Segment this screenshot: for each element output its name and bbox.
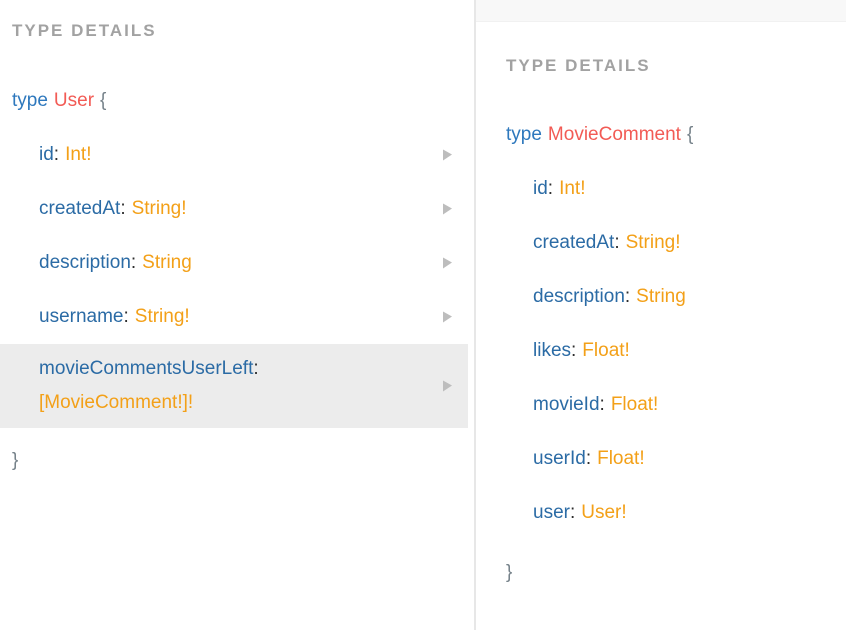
field-type: Int!	[559, 178, 586, 199]
field-row-description[interactable]: description: String	[476, 270, 846, 324]
field-type: String	[142, 252, 192, 273]
field-type: [MovieComment!]!	[39, 392, 194, 413]
field-type: Float!	[610, 394, 659, 415]
field-name: userId	[533, 448, 586, 469]
open-brace: {	[100, 90, 107, 111]
right-type-details-panel: TYPE DETAILS type MovieComment { id: Int…	[476, 0, 846, 630]
colon: :	[624, 286, 631, 307]
close-brace-row: }	[476, 546, 846, 600]
chevron-right-icon	[443, 380, 452, 392]
field-name: description	[533, 286, 625, 307]
close-brace: }	[12, 450, 19, 471]
field-name: id	[39, 144, 54, 165]
close-brace: }	[506, 562, 513, 583]
field-type: String!	[134, 306, 190, 327]
type-declaration-moviecomment: type MovieComment {	[476, 108, 846, 162]
chevron-right-icon	[443, 203, 452, 215]
colon: :	[130, 252, 137, 273]
field-row-username[interactable]: username: String!	[0, 290, 474, 344]
field-row-userid[interactable]: userId: Float!	[476, 432, 846, 486]
type-keyword: type	[12, 90, 48, 111]
field-row-id[interactable]: id: Int!	[0, 128, 474, 182]
field-type: Int!	[65, 144, 92, 165]
field-type: String	[636, 286, 686, 307]
field-row-moviecommentsuserleft-selected[interactable]: movieCommentsUserLeft: [MovieComment!]!	[0, 344, 468, 428]
type-declaration-user: type User {	[0, 74, 474, 128]
field-name: movieCommentsUserLeft	[39, 358, 254, 379]
field-name: description	[39, 252, 131, 273]
type-name-moviecomment: MovieComment	[547, 124, 681, 145]
right-panel-title: TYPE DETAILS	[506, 56, 651, 75]
field-name-line: movieCommentsUserLeft:	[39, 352, 468, 386]
colon: :	[120, 198, 126, 219]
left-type-details-panel: TYPE DETAILS type User { id: Int! create…	[0, 0, 476, 630]
open-brace: {	[686, 124, 694, 145]
colon: :	[547, 178, 554, 199]
field-name: movieId	[533, 394, 600, 415]
field-type: User!	[581, 502, 627, 523]
field-name: likes	[533, 340, 572, 361]
field-name: username	[39, 306, 124, 327]
colon: :	[253, 358, 259, 379]
field-name: createdAt	[533, 232, 615, 253]
type-keyword: type	[506, 124, 542, 145]
field-type: Float!	[597, 448, 645, 469]
colon: :	[599, 394, 605, 415]
field-type-line: [MovieComment!]!	[39, 386, 468, 420]
field-name: createdAt	[39, 198, 121, 219]
type-name-user: User	[53, 90, 95, 111]
field-row-createdat[interactable]: createdAt: String!	[0, 182, 474, 236]
colon: :	[585, 448, 592, 469]
field-type: Float!	[582, 340, 630, 361]
field-name: user	[533, 502, 570, 523]
right-type-definition: type MovieComment { id: Int! createdAt: …	[476, 108, 846, 600]
field-row-description[interactable]: description: String	[0, 236, 474, 290]
field-row-movieid[interactable]: movieId: Float!	[476, 378, 846, 432]
colon: :	[123, 306, 129, 327]
field-row-likes[interactable]: likes: Float!	[476, 324, 846, 378]
close-brace-row: }	[0, 434, 474, 488]
field-row-id[interactable]: id: Int!	[476, 162, 846, 216]
field-row-createdat[interactable]: createdAt: String!	[476, 216, 846, 270]
colon: :	[571, 340, 577, 361]
colon: :	[53, 144, 60, 165]
colon: :	[614, 232, 620, 253]
left-panel-title: TYPE DETAILS	[12, 21, 157, 40]
field-row-user[interactable]: user: User!	[476, 486, 846, 540]
field-type: String!	[625, 232, 681, 253]
field-name: id	[533, 178, 548, 199]
field-type: String!	[131, 198, 187, 219]
left-type-definition: type User { id: Int! createdAt: String! …	[0, 74, 474, 488]
colon: :	[569, 502, 576, 523]
scrolled-item-strip	[476, 0, 846, 22]
chevron-right-icon	[443, 311, 452, 323]
chevron-right-icon	[443, 149, 452, 161]
chevron-right-icon	[443, 257, 452, 269]
